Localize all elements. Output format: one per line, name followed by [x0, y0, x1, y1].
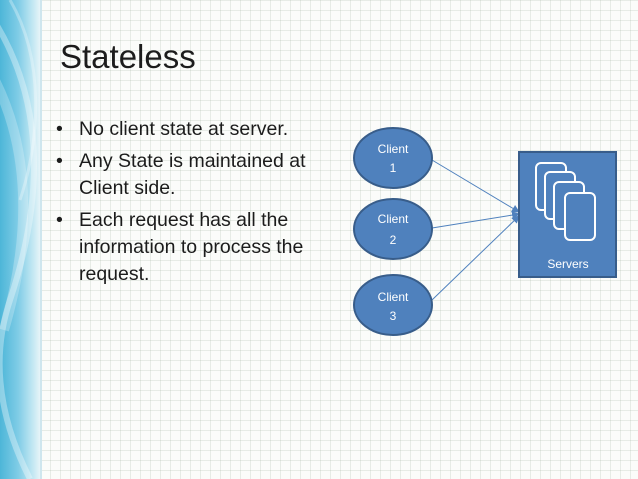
client-3-ellipse [353, 274, 433, 336]
client-3-label: Client [378, 290, 409, 304]
client-1-number: 1 [390, 161, 397, 175]
servers-node: Servers [518, 151, 617, 278]
client-node-3: Client 3 [353, 274, 433, 336]
bullet-text: Any State is maintained at Client side. [79, 150, 306, 199]
bullet-item: • Any State is maintained at Client side… [56, 148, 346, 202]
bullet-text: No client state at server. [79, 118, 289, 140]
client-node-2: Client 2 [353, 198, 433, 260]
arrow-client1-to-servers [431, 159, 520, 213]
slide-title: Stateless [60, 38, 196, 75]
bullet-text: Each request has all the information to … [79, 209, 304, 285]
servers-label: Servers [547, 257, 588, 271]
bullet-list: • No client state at server. • Any State… [56, 116, 346, 293]
bullet-item: • No client state at server. [56, 116, 346, 143]
client-node-1: Client 1 [353, 127, 433, 189]
client-2-number: 2 [390, 233, 397, 247]
bullet-item: • Each request has all the information t… [56, 207, 346, 288]
band-edge-divider [40, 0, 42, 479]
client-1-ellipse [353, 127, 433, 189]
left-decorative-band [0, 0, 40, 479]
client-3-number: 3 [390, 309, 397, 323]
server-stack-icon [535, 162, 596, 241]
client-1-label: Client [378, 142, 409, 156]
client-2-ellipse [353, 198, 433, 260]
bullet-dot: • [56, 150, 63, 172]
bullet-dot: • [56, 118, 63, 140]
arrow-client3-to-servers [431, 215, 520, 301]
client-2-label: Client [378, 212, 409, 226]
arrow-client2-to-servers [431, 211, 520, 229]
band-swirl-decoration [0, 0, 38, 479]
bullet-dot: • [56, 209, 63, 231]
